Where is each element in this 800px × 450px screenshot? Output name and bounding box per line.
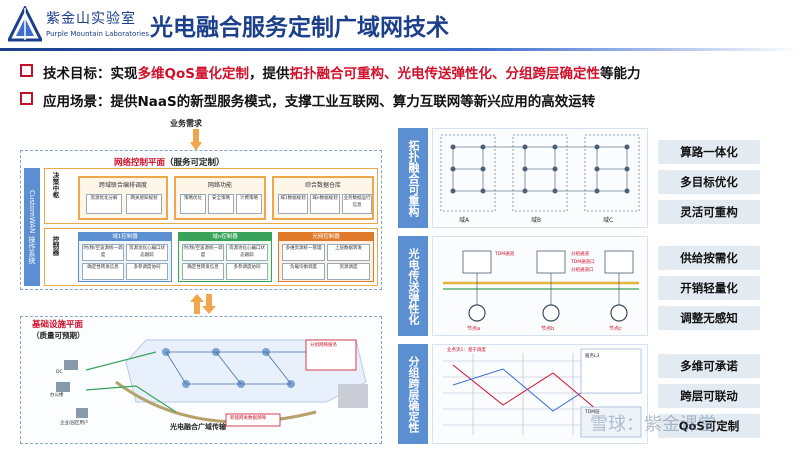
decision-col-3: 综合数据仓库 域1数据规划 域n数据规划 业务数据运行信息 — [272, 176, 374, 220]
control-plane-title: 网络控制平面（服务可定制） — [114, 158, 225, 168]
label-multi-dim-commitment: 多维可承诺 — [658, 354, 760, 378]
decision-col-2: 网络功能 策略优化 安全策略 计费策略 — [174, 176, 266, 220]
title-underline — [0, 48, 800, 51]
business-demand-label: 业务需求 — [170, 119, 202, 128]
bullet-text: ，提供 — [248, 66, 290, 82]
bidirectional-arrow-icon — [190, 294, 216, 314]
bullet-square-icon — [20, 92, 33, 105]
transport-graphic — [443, 250, 639, 322]
bullet-highlight: 多维QoS量化定制 — [137, 66, 249, 82]
decision-hub-label: 决策中枢 — [51, 172, 59, 198]
capability-panel: 拓扑融合可重构 域A 域B 域C 算路一体化 多目标优化 灵活可重构 — [398, 128, 784, 444]
controller-label: 控制器 — [51, 236, 59, 256]
legend-tdm-channel: TDM通道 — [495, 252, 515, 257]
deterministic-diagram: 业务流1：基于调度 TDM层 服务L3 — [432, 344, 648, 444]
elastic-transport-diagram: TDM通道 分组通道 TDM通道口 分组通道口 节点a 节点b 节点c — [432, 236, 648, 336]
section-tag-topology: 拓扑融合可重构 — [398, 128, 428, 228]
label-path-computing-integration: 算路一体化 — [658, 140, 760, 164]
dc-label: DC — [56, 370, 63, 375]
purple-mountain-logo-icon — [8, 6, 42, 42]
domain-a-label: 域A — [459, 217, 470, 224]
office-label: 办公楼 — [50, 393, 64, 398]
gateway-note: 新能网关数据保障 — [230, 416, 266, 421]
section-tag-elastic-transport: 光电传送弹性化 — [398, 236, 428, 336]
bullet-application: 应用场景：提供NaaS的新型服务模式，支撑工业互联网、算力互联网等新兴应用的高效… — [20, 90, 595, 110]
label-on-demand-supply: 供给按需化 — [658, 246, 760, 270]
network-topology-graphic — [56, 339, 368, 427]
decision-col-1: 跨域联合编排调度 资源优化分解 网关感知规划 — [78, 176, 168, 220]
label-seamless-adjustment: 调整无感知 — [658, 306, 760, 330]
watermark: 雪球：紫金课堂 — [590, 414, 716, 435]
enterprise-user-label: 企业/园区用户 — [60, 421, 89, 426]
bullet-highlight: 拓扑融合可重构、光电传送弹性化、分组跨层确定性 — [289, 66, 600, 82]
tdm-layer-note: TDM层 — [585, 410, 600, 415]
section-tag-deterministic: 分组跨层确定性 — [398, 344, 428, 444]
bullet-label: 技术目标：实现 — [43, 66, 138, 82]
bullet-square-icon — [20, 64, 33, 77]
optical-network-controller: 光网控制器 多维资源统一管理 上层数据转发 负载均衡调度 资源调度 — [278, 232, 374, 282]
label-lightweight-overhead: 开销轻量化 — [658, 276, 760, 300]
node-a-label: 节点a — [467, 326, 481, 332]
architecture-diagram: 业务需求 网络控制平面（服务可定制） CustomWAN 操作系统 决策中枢 跨… — [20, 118, 382, 444]
infrastructure-plane-title: 基础设施平面 — [32, 320, 84, 330]
label-multi-objective-optimization: 多目标优化 — [658, 170, 760, 194]
node-c-label: 节点c — [609, 326, 622, 332]
bullet-text: 等能力 — [599, 66, 641, 82]
down-arrow-icon — [190, 129, 202, 151]
domain-1-controller: 域1控制器 时/频/空波源统一调度 资源池化心编口状态跟踪 确定性转发信息 多参… — [78, 232, 172, 282]
packet-service-note: 分组网络服务 — [310, 343, 337, 348]
topology-diagram: 域A 域B 域C — [432, 128, 648, 228]
page-title: 光电融合服务定制广域网技术 — [150, 15, 449, 41]
domain-b-label: 域B — [531, 217, 542, 224]
bullet-text: 应用场景：提供NaaS的新型服务模式，支撑工业互联网、算力互联网等新兴应用的高效… — [43, 94, 596, 110]
domain-c-label: 域C — [603, 217, 614, 224]
customwan-os-label: CustomWAN 操作系统 — [24, 168, 40, 286]
network-label: 光电融合广域传输 — [170, 423, 226, 431]
service-layer-note: 服务L3 — [585, 354, 600, 359]
flow-note: 业务流1：基于调度 — [447, 348, 486, 353]
logo-chinese-text: 紫金山实验室 — [46, 11, 136, 27]
domain-n-controller: 域n控制器 时/频/空波源统一调度 资源池化心编口状态跟踪 确定性转发信息 多参… — [178, 232, 272, 282]
infrastructure-plane-subtitle: （质量可预期） — [32, 331, 85, 340]
node-b-label: 节点b — [541, 326, 555, 332]
legend-packet-port: 分组通道口 — [571, 268, 594, 273]
label-qos-customizable: QoS可定制 — [658, 414, 760, 438]
logo-english-text: Purple Mountain Laboratories — [46, 30, 150, 38]
legend-packet-channel: 分组通道 — [571, 252, 589, 257]
bullet-tech-goal: 技术目标：实现多维QoS量化定制，提供拓扑融合可重构、光电传送弹性化、分组跨层确… — [20, 62, 640, 82]
label-flexible-reconfiguration: 灵活可重构 — [658, 200, 760, 224]
label-cross-layer-linkage: 跨层可联动 — [658, 384, 760, 408]
legend-tdm-port: TDM通道口 — [571, 260, 595, 265]
header: 紫金山实验室 Purple Mountain Laboratories 光电融合… — [0, 0, 800, 52]
topology-graphic — [440, 134, 640, 212]
deterministic-graphic — [443, 348, 642, 438]
